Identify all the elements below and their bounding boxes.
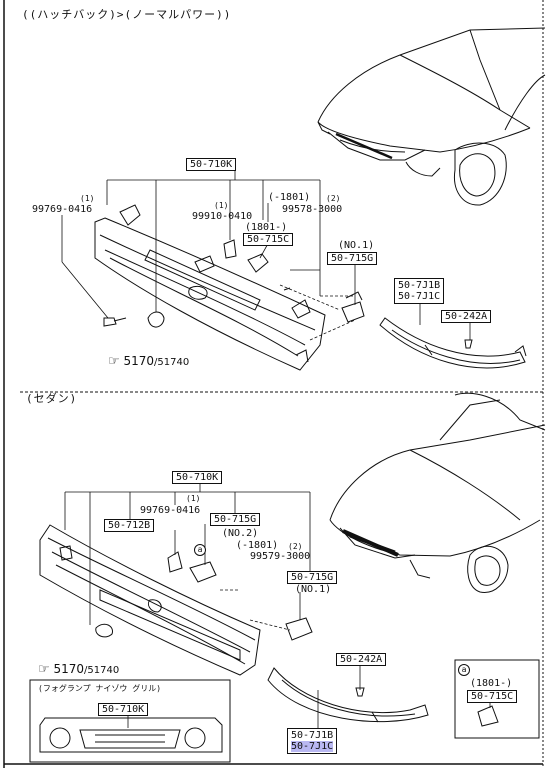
screw-part-bottom[interactable]: 99769-0416 bbox=[140, 505, 201, 516]
hatchback-grille-illustration bbox=[94, 204, 326, 371]
bracket-part-label-top[interactable]: 50-715G bbox=[327, 252, 378, 265]
molding-part-b-bottom-highlighted: 50-7J1C bbox=[291, 741, 334, 752]
bracket-no1-label-bottom[interactable]: 50-715G bbox=[287, 571, 338, 584]
part-label-grille-top[interactable]: 50-710K bbox=[186, 158, 237, 171]
hatchback-small-parts bbox=[103, 239, 527, 369]
sedan-car-illustration bbox=[329, 392, 546, 593]
circle-a-marker: a bbox=[194, 544, 206, 556]
reference-top[interactable]: ☞ 5170/51740 bbox=[108, 354, 189, 369]
molding-part-label-top[interactable]: 50-7J1B 50-7J1C bbox=[394, 278, 445, 304]
ref-main-bottom: 5170 bbox=[53, 662, 85, 676]
fog-inset-part[interactable]: 50-710K bbox=[98, 703, 149, 716]
part-label-grille-bottom[interactable]: 50-710K bbox=[172, 471, 223, 484]
bolt-qty-top: (2) bbox=[326, 194, 341, 203]
pointing-hand-icon: ☞ bbox=[108, 354, 120, 369]
nut-part-label-top[interactable]: 50-242A bbox=[441, 310, 492, 323]
no1-label-bottom: (NO.1) bbox=[295, 584, 332, 595]
section-title-hatchback: ((ハッチバック)>(ノーマルパワー)) bbox=[22, 8, 232, 21]
clip-qty-top: (1) bbox=[214, 201, 229, 210]
section-title-sedan: (セダン) bbox=[26, 392, 78, 405]
molding-part-a-top: 50-7J1B bbox=[398, 280, 441, 291]
screw-qty-bottom: (1) bbox=[186, 494, 201, 503]
ref-sub-bottom: /51740 bbox=[84, 665, 120, 676]
hatchback-leader-lines bbox=[61, 171, 471, 341]
inset-a-part[interactable]: 50-715C bbox=[467, 690, 518, 703]
bolt-part-top[interactable]: 99578-3000 bbox=[282, 204, 343, 215]
clip-part-top[interactable]: 99910-0410 bbox=[192, 211, 253, 222]
hatchback-car-illustration bbox=[317, 27, 546, 206]
molding-part-a-bottom: 50-7J1B bbox=[291, 730, 334, 741]
molding-part-b-top: 50-7J1C bbox=[398, 291, 441, 302]
reference-bottom[interactable]: ☞ 5170/51740 bbox=[38, 662, 119, 677]
bolt-part-bottom[interactable]: 99579-3000 bbox=[250, 551, 311, 562]
pointing-hand-icon: ☞ bbox=[38, 662, 50, 677]
no2-label: (NO.2) bbox=[222, 528, 259, 539]
screw-part-top[interactable]: 99769-0416 bbox=[32, 204, 93, 215]
clip-part-label-top[interactable]: 50-715C bbox=[243, 233, 294, 246]
no1-label-top: (NO.1) bbox=[338, 240, 375, 251]
screw-qty-top: (1) bbox=[80, 194, 95, 203]
bolt-qty-bottom: (2) bbox=[288, 542, 303, 551]
sedan-leader-lines bbox=[64, 484, 361, 728]
bracket-top-label-bottom[interactable]: 50-715G bbox=[210, 513, 261, 526]
molding-part-label-bottom[interactable]: 50-7J1B 50-7J1C bbox=[287, 728, 338, 754]
ref-sub-top: /51740 bbox=[154, 357, 190, 368]
left-bracket-label[interactable]: 50-712B bbox=[104, 519, 155, 532]
inset-circle-a: a bbox=[458, 664, 470, 676]
date-range-bottom: (-1801) bbox=[236, 540, 279, 551]
date-range-top-b: (1801-) bbox=[245, 222, 288, 233]
ref-main-top: 5170 bbox=[123, 354, 155, 368]
sedan-grille-illustration bbox=[39, 524, 261, 676]
fog-inset-title: (フォグランプ ナイゾウ グリル) bbox=[38, 684, 162, 693]
sedan-small-parts bbox=[167, 551, 429, 723]
fog-grille-inset bbox=[29, 679, 231, 763]
inset-a-date: (1801-) bbox=[470, 678, 513, 689]
date-range-top-a: (-1801) bbox=[268, 192, 311, 203]
nut-part-label-bottom[interactable]: 50-242A bbox=[336, 653, 387, 666]
